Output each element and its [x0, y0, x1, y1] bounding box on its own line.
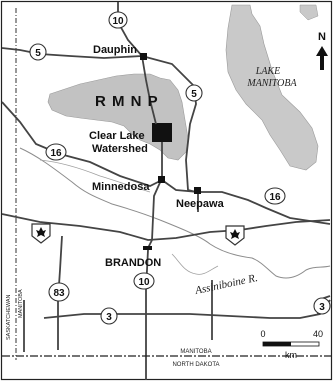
- shield-hwy-3-west: 3: [100, 307, 118, 325]
- shield-hwy-10-north: 10: [108, 11, 128, 29]
- shield-number: 3: [319, 302, 325, 313]
- shield-number: 16: [50, 148, 62, 159]
- border-label-west-2: MANITOBA: [18, 289, 24, 318]
- trans-canada-shield-east: [225, 225, 245, 246]
- shield-hwy-5-east: 5: [185, 84, 203, 102]
- shield-hwy-10-south: 10: [133, 272, 155, 290]
- place-label-minnedosa: Minnedosa: [92, 181, 150, 193]
- trans-canada-shield-west: [31, 223, 51, 244]
- place-label-neepawa: Neepawa: [176, 198, 225, 210]
- border-label-south-bottom: NORTH DAKOTA: [172, 362, 219, 368]
- north-arrow-icon: [316, 46, 328, 70]
- shield-number: 10: [138, 277, 150, 288]
- shield-number: 5: [35, 48, 41, 59]
- shield-number: 3: [106, 312, 112, 323]
- place-label-brandon: BRANDON: [105, 257, 161, 269]
- scale-zero: 0: [260, 329, 265, 339]
- river-west: [19, 147, 161, 221]
- river-assiniboine: [159, 219, 331, 279]
- shield-hwy-16-east: 16: [264, 187, 286, 205]
- scale-max: 40: [313, 329, 323, 339]
- lake-label-line2: MANITOBA: [246, 78, 297, 89]
- town-marker-dauphin: [140, 53, 147, 60]
- park-label: R M N P: [95, 93, 159, 110]
- scale-bar: 0 40 km: [260, 329, 323, 360]
- place-label-clear-lake-2: Watershed: [92, 143, 148, 155]
- town-marker-minnedosa: [158, 176, 165, 183]
- lake-manitoba: [225, 4, 319, 171]
- shield-number: 83: [53, 288, 65, 299]
- shield-number: 16: [269, 192, 281, 203]
- lake-label-line1: LAKE: [255, 66, 280, 77]
- north-arrow-label: N: [318, 31, 326, 43]
- shield-number: 10: [112, 16, 124, 27]
- place-label-dauphin: Dauphin: [93, 44, 137, 56]
- north-arrow: N: [316, 31, 328, 70]
- border-label-south-top: MANITOBA: [180, 349, 211, 355]
- place-label-clear-lake-1: Clear Lake: [89, 130, 145, 142]
- town-marker-neepawa: [194, 187, 201, 194]
- shield-hwy-83: 83: [48, 282, 70, 302]
- scale-unit: km: [285, 350, 297, 360]
- river-north: [39, 159, 151, 193]
- shield-number: 5: [191, 89, 197, 100]
- border-label-west-1: SASKATCHEWAN: [6, 294, 12, 340]
- lake-inlet: [299, 4, 319, 21]
- shield-hwy-3-east: 3: [313, 297, 331, 315]
- shield-hwy-16-west: 16: [45, 143, 67, 161]
- river-bend: [171, 253, 219, 275]
- shield-hwy-5-west: 5: [29, 43, 47, 61]
- clear-lake-watershed: [152, 123, 172, 142]
- town-marker-brandon: [143, 246, 152, 250]
